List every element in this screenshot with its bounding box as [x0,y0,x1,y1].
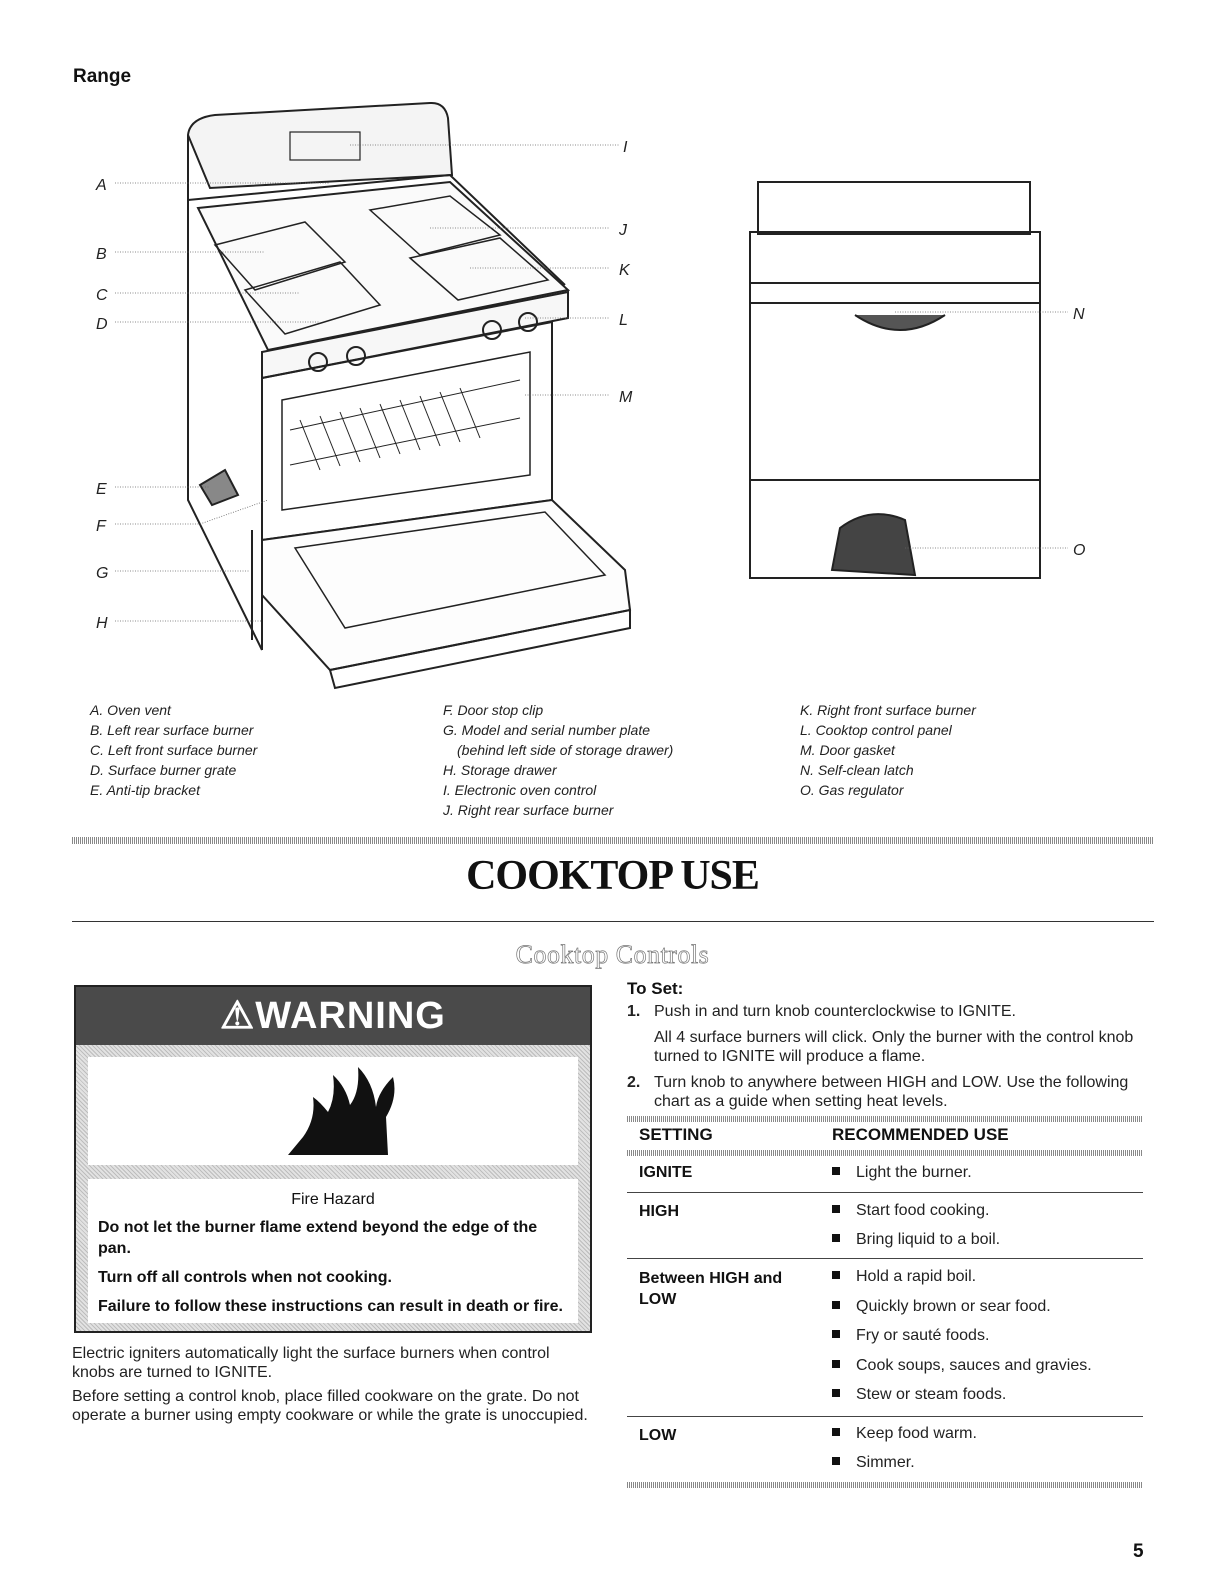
warning-line: Turn off all controls when not cooking. [98,1269,392,1286]
subsection-title: Cooktop Controls [515,940,710,970]
legend-item: E. Anti-tip bracket [90,782,200,798]
to-set-heading: To Set: [627,979,684,998]
table-row-rule [627,1192,1143,1193]
table-row-use: Stew or steam foods. [832,1386,1006,1404]
table-row-setting: Between HIGH and LOW [639,1270,783,1308]
table-bottom-rule [627,1482,1143,1488]
section-divider [72,837,1154,844]
range-diagram: A B C D E F G H I J K L M N O [95,101,1085,690]
section-rule [72,921,1154,922]
legend-item: J. Right rear surface burner [443,802,614,818]
table-row-use: Keep food warm. [832,1425,977,1443]
callout-e: E [96,481,107,498]
callout-b: B [96,246,107,263]
bullet-icon [832,1234,840,1242]
bullet-icon [832,1457,840,1465]
callout-m: M [619,389,633,406]
legend-item: A. Oven vent [90,702,171,718]
table-row-use: Hold a rapid boil. [832,1268,976,1286]
range-heading: Range [73,66,132,87]
callout-o: O [1073,542,1085,559]
section-title: COOKTOP USE [466,853,760,899]
step-text: Turn knob to anywhere between HIGH and L… [654,1074,1129,1110]
bullet-icon [832,1360,840,1368]
warning-triangle-icon: ⚠ [220,995,256,1037]
table-row-setting: IGNITE [639,1164,693,1181]
table-row-use: Fry or sauté foods. [832,1327,989,1345]
warning-text-panel: Fire Hazard Do not let the burner flame … [88,1179,578,1323]
table-row-use: Quickly brown or sear food. [832,1298,1051,1316]
legend-item: C. Left front surface burner [90,742,258,758]
table-row-use: Simmer. [832,1454,915,1472]
legend-item: K. Right front surface burner [800,702,976,718]
step-number: 2. [627,1074,641,1091]
callout-i: I [623,139,628,156]
legend-item: N. Self-clean latch [800,762,914,778]
legend-item: I. Electronic oven control [443,782,597,798]
bullet-icon [832,1428,840,1436]
fire-icon [288,1067,395,1155]
warning-label: WARNING [255,995,446,1037]
bullet-icon [832,1330,840,1338]
callout-f: F [96,518,107,535]
legend-item: G. Model and serial number plate [443,722,650,738]
bullet-icon [832,1301,840,1309]
table-header-use: RECOMMENDED USE [832,1125,1009,1144]
fire-hazard-label: Fire Hazard [291,1191,375,1208]
page-number: 5 [1133,1541,1144,1562]
table-row-setting: LOW [639,1427,677,1444]
callout-k: K [619,262,631,279]
table-row-use: Start food cooking. [832,1202,989,1220]
callout-j: J [618,222,628,239]
callout-h: H [96,615,108,632]
step-subtext: All 4 surface burners will click. Only t… [654,1029,1134,1065]
legend-item: B. Left rear surface burner [90,722,254,738]
callout-n: N [1073,306,1085,323]
table-row-rule [627,1258,1143,1259]
table-header-rule [627,1150,1143,1156]
warning-line: Do not let the burner flame extend beyon… [98,1219,538,1257]
step-number: 1. [627,1003,641,1020]
legend-item: L. Cooktop control panel [800,722,952,738]
legend-column-3: K. Right front surface burner L. Cooktop… [800,700,976,800]
callout-d: D [96,316,108,333]
callout-a: A [95,177,107,194]
bullet-icon [832,1167,840,1175]
legend-item: F. Door stop clip [443,702,544,718]
legend-item: D. Surface burner grate [90,762,237,778]
table-row-rule [627,1416,1143,1417]
table-row-use: Light the burner. [832,1164,972,1182]
table-top-rule [627,1116,1143,1122]
warning-icon-panel [88,1057,578,1165]
legend-item: H. Storage drawer [443,762,557,778]
callout-l: L [619,312,628,329]
table-row-use: Cook soups, sauces and gravies. [832,1357,1092,1375]
bullet-icon [832,1389,840,1397]
table-header-setting: SETTING [639,1125,713,1144]
legend-item: O. Gas regulator [800,782,904,798]
intro-paragraph-2: Before setting a control knob, place fil… [72,1388,588,1424]
step-text: Push in and turn knob counterclockwise t… [654,1003,1016,1020]
table-row-use: Bring liquid to a boil. [832,1231,1000,1249]
table-row-setting: HIGH [639,1203,679,1220]
bullet-icon [832,1271,840,1279]
legend-column-1: A. Oven vent B. Left rear surface burner… [90,700,257,800]
callout-c: C [96,287,108,304]
callout-g: G [96,565,108,582]
legend-item-note: (behind left side of storage drawer) [457,742,674,758]
legend-item: M. Door gasket [800,742,895,758]
bullet-icon [832,1205,840,1213]
warning-header: ⚠WARNING [76,987,590,1045]
legend-column-2: F. Door stop clip G. Model and serial nu… [443,700,673,820]
warning-line: Failure to follow these instructions can… [98,1298,563,1315]
warning-box: ⚠WARNING Fire Hazard Do not let the burn… [74,985,592,1333]
intro-paragraph-1: Electric igniters automatically light th… [72,1345,550,1381]
